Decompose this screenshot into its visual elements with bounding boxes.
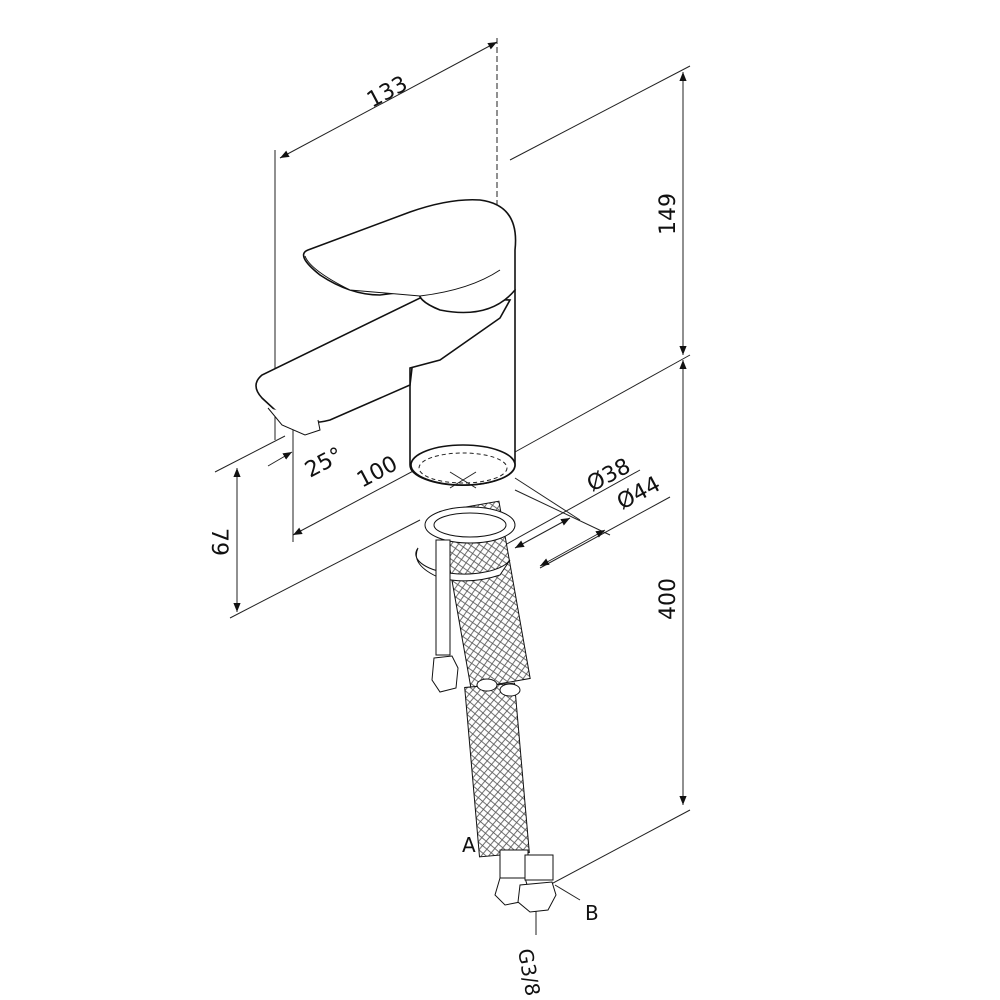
label-hose-b: B [585,901,599,925]
label-thread-g38: G3/8 [513,947,545,998]
dim-149: 149 [656,193,681,235]
mounting-kit [415,500,557,913]
dim-100: 100 [353,452,402,494]
dim-133: 133 [363,72,412,114]
dim-25-degrees: 25° [301,443,347,483]
label-hose-a: A [462,833,476,857]
dim-400: 400 [656,578,681,620]
faucet [255,198,517,489]
dim-79: 79 [206,528,231,556]
